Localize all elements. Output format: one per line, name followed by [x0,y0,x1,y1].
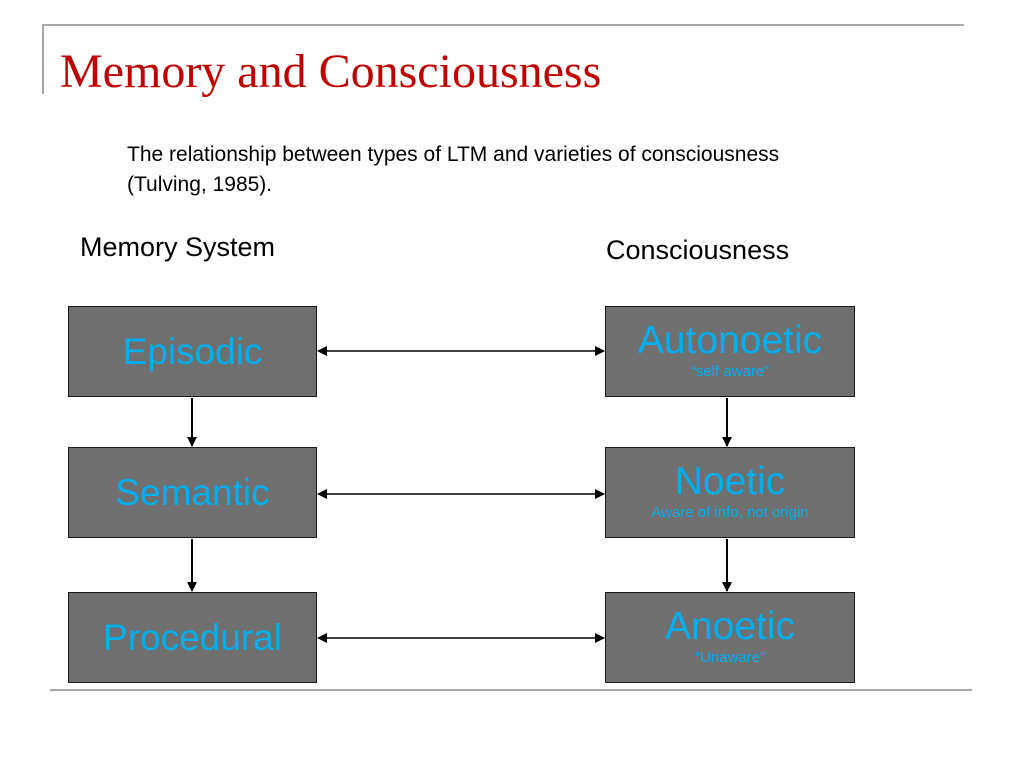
semantic-label: Semantic [115,472,270,513]
anoetic-box: Anoetic “Unaware” [605,592,855,683]
semantic-box: Semantic [68,447,317,538]
noetic-box: Noetic Aware of info, not origin [605,447,855,538]
consciousness-header: Consciousness [606,235,790,265]
slide-title: Memory and Consciousness [60,45,602,98]
anoetic-description: “Unaware” [694,649,766,666]
autonoetic-description: “self aware” [690,363,770,380]
procedural-label: Procedural [103,617,282,658]
episodic-box: Episodic [68,306,317,397]
anoetic-label: Anoetic [664,605,796,648]
procedural-box: Procedural [68,592,317,683]
autonoetic-box: Autonoetic “self aware” [605,306,855,397]
episodic-label: Episodic [122,331,263,372]
frame-top-line [42,24,964,26]
slide-subtitle: The relationship between types of LTM an… [127,143,780,196]
autonoetic-label: Autonoetic [637,319,823,362]
memory-system-header: Memory System [80,232,276,262]
noetic-label: Noetic [674,460,786,503]
frame-bottom-line [50,689,972,691]
frame-left-line [42,24,44,94]
noetic-description: Aware of info, not origin [651,504,809,521]
